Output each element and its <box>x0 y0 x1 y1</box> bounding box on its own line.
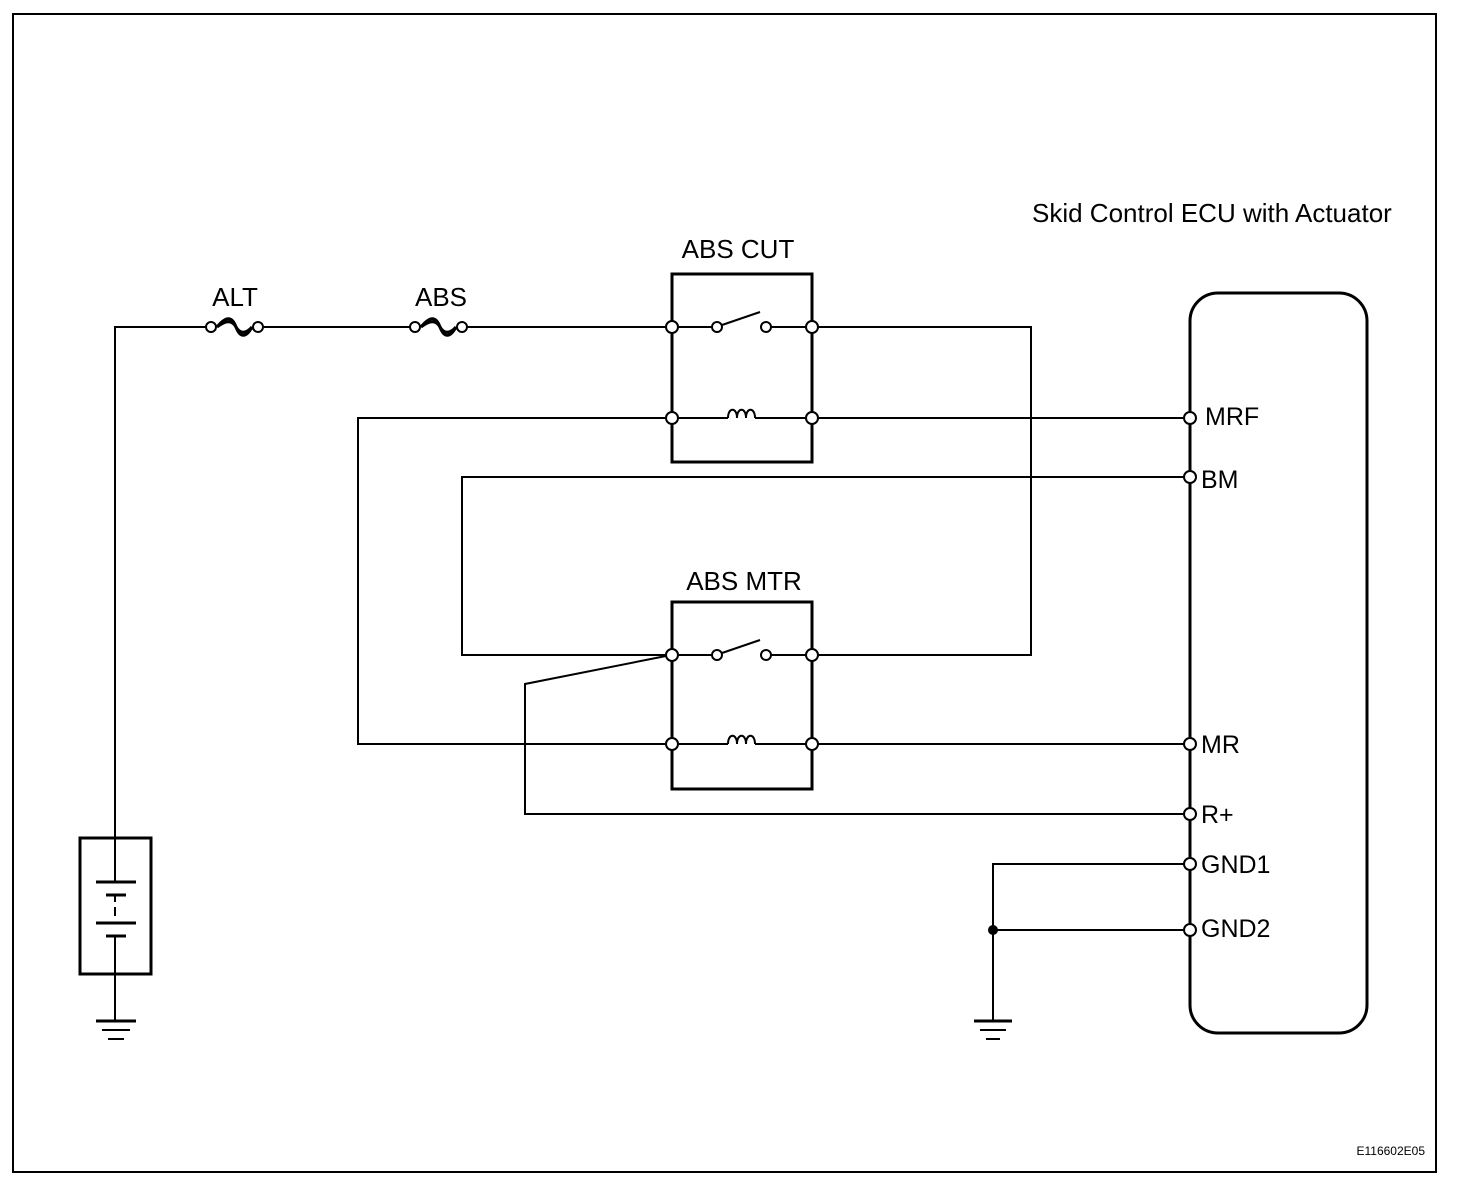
pin-gnd2-terminal <box>1183 923 1197 937</box>
pin-mr-terminal <box>1183 737 1197 751</box>
relay-abs-cut-label: ABS CUT <box>682 234 795 264</box>
pin-mr-label: MR <box>1201 731 1240 759</box>
pin-bm-terminal <box>1183 470 1197 484</box>
figure-code: E116602E05 <box>1356 1144 1425 1158</box>
relay-abs-cut <box>665 272 819 464</box>
ground-icon-battery <box>96 1019 136 1040</box>
battery-icon <box>78 836 153 976</box>
pin-bm-label: BM <box>1201 466 1239 494</box>
ecu-box <box>1188 291 1369 1035</box>
wires <box>114 326 1184 1021</box>
fuse-alt-label: ALT <box>212 282 258 312</box>
ground-icon-ecu <box>974 1019 1012 1040</box>
pin-r-plus-label: R+ <box>1201 801 1234 829</box>
pin-gnd2-label: GND2 <box>1201 915 1270 943</box>
pin-mrf-terminal <box>1183 411 1197 425</box>
fuse-abs <box>409 317 468 337</box>
pin-r-plus-terminal <box>1183 807 1197 821</box>
fuse-alt <box>205 317 264 337</box>
pin-mrf-label: MRF <box>1205 403 1259 431</box>
ecu-title: Skid Control ECU with Actuator <box>1032 198 1392 228</box>
fuse-abs-label: ABS <box>415 282 467 312</box>
ecu-pins <box>1183 411 1197 937</box>
diagram-frame <box>12 13 1437 1173</box>
relay-abs-mtr-label: ABS MTR <box>686 566 802 596</box>
pin-gnd1-terminal <box>1183 857 1197 871</box>
relay-abs-mtr <box>665 600 819 791</box>
ground-junction-dot <box>988 925 998 935</box>
pin-gnd1-label: GND1 <box>1201 851 1270 879</box>
